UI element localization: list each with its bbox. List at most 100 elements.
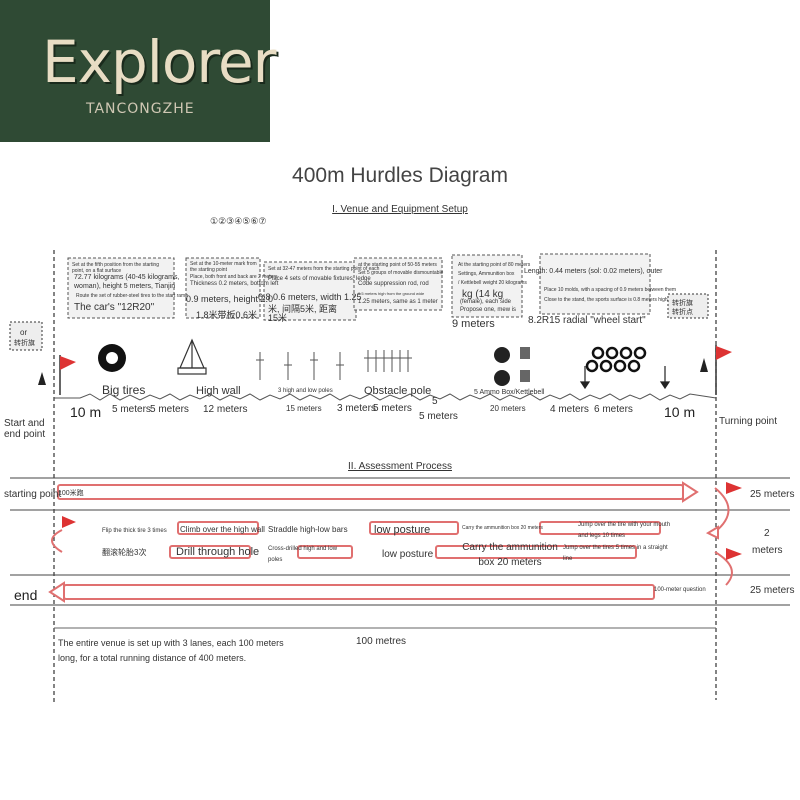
- right-arrow-marker: [700, 358, 708, 372]
- box3-big: 0.8 0.6 meters, width 1.25: [258, 292, 362, 302]
- dist-5: 3 meters: [337, 403, 376, 414]
- logo-banner: [0, 0, 270, 142]
- box2-tiny1: Set at the 10-meter mark from the starti…: [190, 261, 257, 273]
- box3-big3: 15米: [268, 313, 288, 323]
- step-drill-hole: Drill through hole: [176, 546, 260, 558]
- box3-big2: 米, 间隔5米, 距离: [268, 304, 338, 314]
- box1-line2: woman), height 5 meters, Tianjin: [74, 283, 176, 290]
- callout-box-2: [185, 257, 261, 319]
- kettlebell-icon: [494, 347, 530, 386]
- ground-line: [54, 393, 717, 401]
- step-low-posture-2: low posture: [382, 549, 434, 560]
- step-jump-tire-mouth: Jump over the tire with your mouth and l…: [578, 522, 671, 539]
- lane1-label: 100米跑: [58, 490, 84, 497]
- box1-tiny1: Set at the fifth position from the start…: [72, 262, 159, 274]
- box3-tiny1: Set at 32-47 meters from the starting po…: [268, 266, 380, 272]
- right-flag-label-2: 转折点: [672, 309, 693, 316]
- turn-flag-icon: [715, 345, 732, 395]
- right-flag-box: [667, 293, 709, 319]
- box5-tiny3: / Kettlebell weight 20 kilograms: [458, 280, 527, 286]
- box6-line1: Length: 0.44 meters (sol: 0.02 meters), …: [524, 268, 663, 275]
- box1-line1: 72.77 kilograms (40-45 kilograms,: [74, 274, 180, 281]
- item-big-tires: Big tires: [102, 383, 146, 397]
- left-arrow-marker: [38, 372, 46, 385]
- lane-lines: [10, 477, 790, 606]
- box5-tiny1: At the starting point of 80 meters: [458, 262, 531, 268]
- item-ammo-box: 5 Ammo Box/Kettlebell: [474, 389, 545, 396]
- item-5: 5: [432, 396, 438, 407]
- box2-big2: 1.8米带板0.6米: [196, 310, 258, 320]
- dist-7: 5 meters: [419, 411, 458, 422]
- box2-tiny2: Place, both front and back are 2 meters: [190, 274, 278, 280]
- step-straddle-bars: Straddle high-low bars: [268, 525, 348, 534]
- left-flag-label-2: 转折旗: [14, 340, 35, 347]
- box4-line3: 1.25 meters, same as 1 meter: [358, 299, 438, 305]
- start-end-point-label: Start and end point: [4, 418, 46, 440]
- step-jump-tires-line: Jump over the tires 5 times in a straigh…: [563, 545, 668, 562]
- item-poles: 3 high and low poles: [278, 388, 333, 394]
- process-end: end: [14, 587, 38, 603]
- box2-big: 0.9 meters, height 2.0: [186, 294, 274, 304]
- box5-big: kg (14 kg: [462, 289, 504, 300]
- dist-3: 12 meters: [203, 404, 248, 415]
- dist-1: 5 meters: [112, 404, 151, 415]
- box6-tiny2: Close to the stand, the sports surface i…: [544, 297, 668, 303]
- box5-tiny2: Settings, Ammunition box: [458, 271, 515, 277]
- page-title: 400m Hurdles Diagram: [292, 164, 508, 187]
- lane3-label: 100-meter question: [654, 587, 706, 593]
- dist-right-10m: 10 m: [664, 404, 696, 420]
- dist-10: 6 meters: [594, 404, 633, 415]
- turning-point-label: Turning point: [719, 416, 777, 427]
- dist-meters: meters: [752, 545, 783, 556]
- box4-line2: Code suppression rod, rod: [358, 281, 429, 287]
- box1-tiny2: Route the set of rubber-steel tires to t…: [76, 293, 188, 299]
- route-arrows: [48, 481, 733, 603]
- item-high-wall: High wall: [196, 385, 241, 397]
- dist-9: 4 meters: [550, 404, 589, 415]
- high-wall-icon: [177, 338, 207, 375]
- left-flag-label: or: [20, 328, 28, 337]
- dist-8: 20 meters: [490, 404, 526, 413]
- step-low-posture-1: low posture: [374, 524, 431, 536]
- callout-box-3: [263, 261, 357, 321]
- section2-heading: II. Assessment Process: [348, 461, 452, 472]
- box4-tiny1: at the starting point of 50-55 meters: [358, 262, 437, 268]
- callout-box-4: [353, 257, 443, 311]
- box3-line1: Place 4 sets of movable fixtures, ledge: [268, 276, 371, 282]
- callout-box-1: [67, 257, 175, 319]
- poles-icon: [256, 352, 344, 380]
- box6-big: 8.2R15 radial "wheel start": [528, 315, 646, 326]
- tire-icon: [98, 344, 126, 372]
- logo-subtitle: TANCONGZHE: [86, 101, 195, 117]
- step-carry-ammo-2: Carry the ammunition box 20 meters: [462, 542, 558, 568]
- left-flag-box: [9, 321, 43, 351]
- obstacle-poles-icon: [364, 350, 412, 372]
- right-flag-label: 转折旗: [672, 300, 693, 307]
- callout-box-5: [451, 254, 523, 318]
- box4-line1: Set 5 groups of movable dismountable: [358, 270, 444, 276]
- dist-4: 15 meters: [286, 404, 322, 413]
- tires-row-icon: [585, 346, 647, 373]
- process-flags: [62, 482, 742, 560]
- box5-big2: 9 meters: [452, 318, 495, 330]
- box4-tiny2: 0.5 meters high from the ground wide: [358, 291, 425, 296]
- tire-arrows-icon: [579, 366, 671, 390]
- box5-line1: (female), each side: [460, 299, 512, 305]
- dist-2: 2: [764, 528, 770, 539]
- start-flag-icon: [59, 355, 76, 395]
- step-roll-tire: 翻滚轮胎3次: [102, 548, 147, 557]
- step-climb-wall: Climb over the high wall: [180, 525, 265, 534]
- process-starting-point: starting point: [4, 489, 62, 500]
- step-cross-drill: Cross-drilled high and low poles: [268, 546, 338, 563]
- box6-tiny1: Place 10 molds, with a spacing of 0.9 me…: [544, 287, 677, 293]
- section1-numbers: ①②③④⑤⑥⑦: [210, 216, 267, 226]
- total-distance-label: 100 metres: [356, 636, 407, 647]
- step-flip-tire: Flip the thick tire 3 times: [102, 528, 167, 534]
- dist-6: 5 meters: [373, 403, 412, 414]
- section1-heading: I. Venue and Equipment Setup: [332, 204, 468, 215]
- dist-2: 5 meters: [150, 404, 189, 415]
- box5-line2: Propose one, mew is: [460, 307, 517, 313]
- dist-left-10m: 10 m: [70, 404, 102, 420]
- item-obstacle-pole: Obstacle pole: [364, 385, 432, 397]
